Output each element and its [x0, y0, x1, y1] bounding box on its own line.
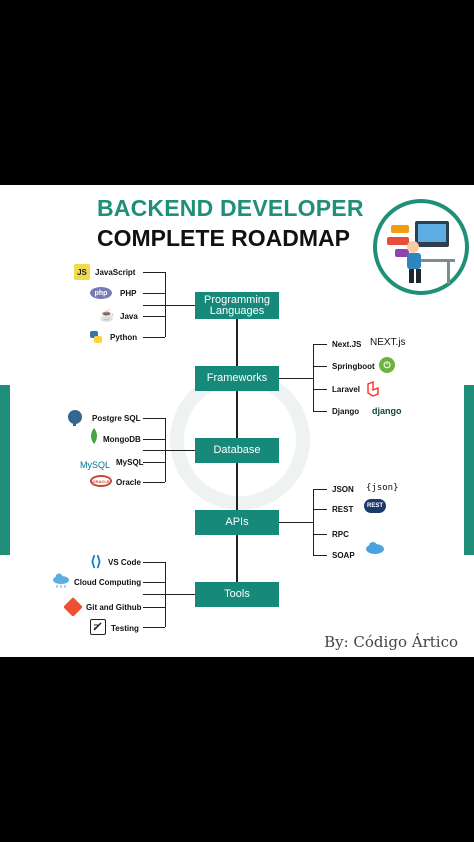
php-icon: php [90, 287, 112, 299]
connector [143, 607, 165, 608]
left-edge-decoration [0, 385, 10, 555]
cloud-computing-icon [52, 573, 70, 589]
item-cloud-computing: Cloud Computing [74, 578, 142, 587]
postgresql-icon [66, 409, 84, 427]
item-php: PHP [120, 289, 137, 298]
springboot-icon: ⏻ [379, 357, 395, 373]
django-logo: django [372, 406, 402, 416]
connector [143, 272, 165, 273]
item-postgresql: Postgre SQL [92, 414, 141, 423]
connector [143, 627, 165, 628]
item-rpc: RPC [332, 530, 349, 539]
connector [313, 389, 327, 390]
laravel-icon [366, 381, 382, 397]
title-line-1: BACKEND DEVELOPER [97, 195, 364, 221]
connector [279, 378, 313, 379]
javascript-icon: JS [74, 264, 90, 280]
connector [143, 562, 165, 563]
connector [313, 489, 327, 490]
category-frameworks: Frameworks [195, 366, 279, 391]
item-django: Django [332, 407, 360, 416]
item-java: Java [120, 312, 138, 321]
connector [143, 582, 165, 583]
connector [143, 337, 165, 338]
item-javascript: JavaScript [95, 268, 136, 277]
credit-text: By: Código Ártico [324, 633, 458, 651]
item-vscode: VS Code [108, 558, 141, 567]
connector [313, 344, 327, 345]
item-python: Python [110, 333, 138, 342]
connector [143, 482, 165, 483]
title-line-2: COMPLETE ROADMAP [97, 225, 350, 251]
soap-cloud-icon [365, 541, 385, 555]
connector [313, 344, 314, 411]
connector [143, 594, 195, 595]
item-git-and-github: Git and Github [86, 603, 142, 612]
category-database: Database [195, 438, 279, 463]
connector [313, 411, 327, 412]
item-laravel: Laravel [332, 385, 361, 394]
connector [313, 534, 327, 535]
right-edge-decoration [464, 385, 474, 555]
item-mysql: MySQL [116, 458, 144, 467]
connector [279, 522, 313, 523]
item-mongodb: MongoDB [103, 435, 141, 444]
connector [143, 316, 165, 317]
item-rest: REST [332, 505, 354, 514]
rest-cloud-icon: REST [364, 499, 386, 513]
connector [143, 439, 165, 440]
connector [313, 366, 327, 367]
connector [165, 272, 166, 337]
vscode-icon: ⟨⟩ [90, 552, 102, 569]
category-apis: APIs [195, 510, 279, 535]
category-tools: Tools [195, 582, 279, 607]
connector [313, 509, 327, 510]
python-icon [88, 329, 104, 345]
connector [143, 305, 195, 306]
connector [313, 489, 314, 555]
oracle-logo: ORACLE [90, 475, 112, 487]
git-icon [63, 597, 83, 617]
java-icon: ☕ [99, 308, 115, 322]
item-json: JSON [332, 485, 354, 494]
connector [143, 418, 165, 419]
mysql-logo: MySQL [80, 460, 111, 470]
developer-illustration [373, 199, 469, 295]
connector [165, 418, 166, 482]
developer-at-desk-icon [387, 221, 455, 284]
item-nextjs: Next.JS [332, 340, 362, 349]
item-soap: SOAP [332, 551, 355, 560]
mongodb-icon [86, 428, 102, 445]
connector [143, 293, 165, 294]
item-testing: Testing [111, 624, 139, 633]
category-programming-languages: Programming Languages [195, 292, 279, 319]
json-logo: {json} [366, 483, 399, 493]
connector [143, 462, 165, 463]
item-oracle: Oracle [116, 478, 141, 487]
connector [165, 562, 166, 627]
connector [313, 555, 327, 556]
roadmap-card: BACKEND DEVELOPER COMPLETE ROADMAP Progr… [0, 185, 474, 657]
testing-icon [90, 619, 106, 635]
nextjs-logo: NEXT.js [370, 337, 406, 348]
connector [143, 450, 195, 451]
item-springboot: Springboot [332, 362, 375, 371]
